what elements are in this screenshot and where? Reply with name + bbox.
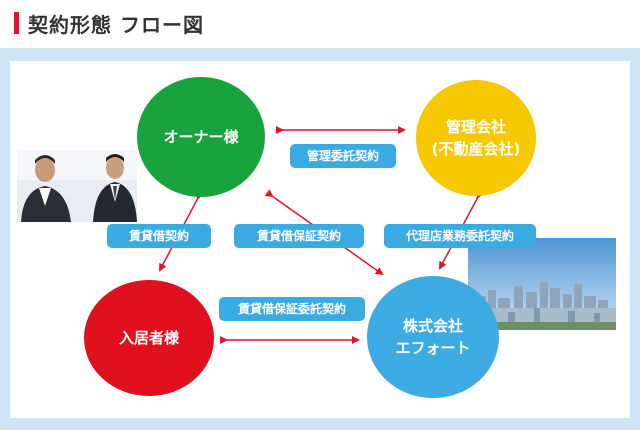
management-label-line2: (不動産会社) (431, 140, 521, 158)
header: 契約形態 フロー図 (0, 0, 640, 48)
owner-label: オーナー様 (163, 128, 239, 146)
business-people-photo (17, 150, 137, 222)
title-accent-bar (14, 12, 19, 34)
page-title: 契約形態 フロー図 (28, 13, 204, 37)
contract-label-lease-guarantee: 賃貸借保証契約 (234, 224, 364, 248)
tenant-node: 入居者様 (84, 280, 214, 396)
contract-label-lease-guarantee-entrust: 賃貸借保証委託契約 (219, 297, 365, 321)
efort-node: 株式会社 エフォート (367, 276, 499, 398)
contract-label-management-entrust: 管理委託契約 (290, 144, 396, 168)
contract-label-agency-business: 代理店業務委託契約 (384, 224, 536, 248)
owner-node: オーナー様 (137, 77, 265, 197)
efort-label-line2: エフォート (395, 339, 471, 357)
tenant-label: 入居者様 (118, 329, 179, 347)
efort-label-line1: 株式会社 (402, 317, 463, 335)
management-company-node: 管理会社 (不動産会社) (416, 80, 536, 196)
contract-label-lease: 賃貸借契約 (107, 224, 211, 248)
management-label-line1: 管理会社 (445, 118, 506, 136)
